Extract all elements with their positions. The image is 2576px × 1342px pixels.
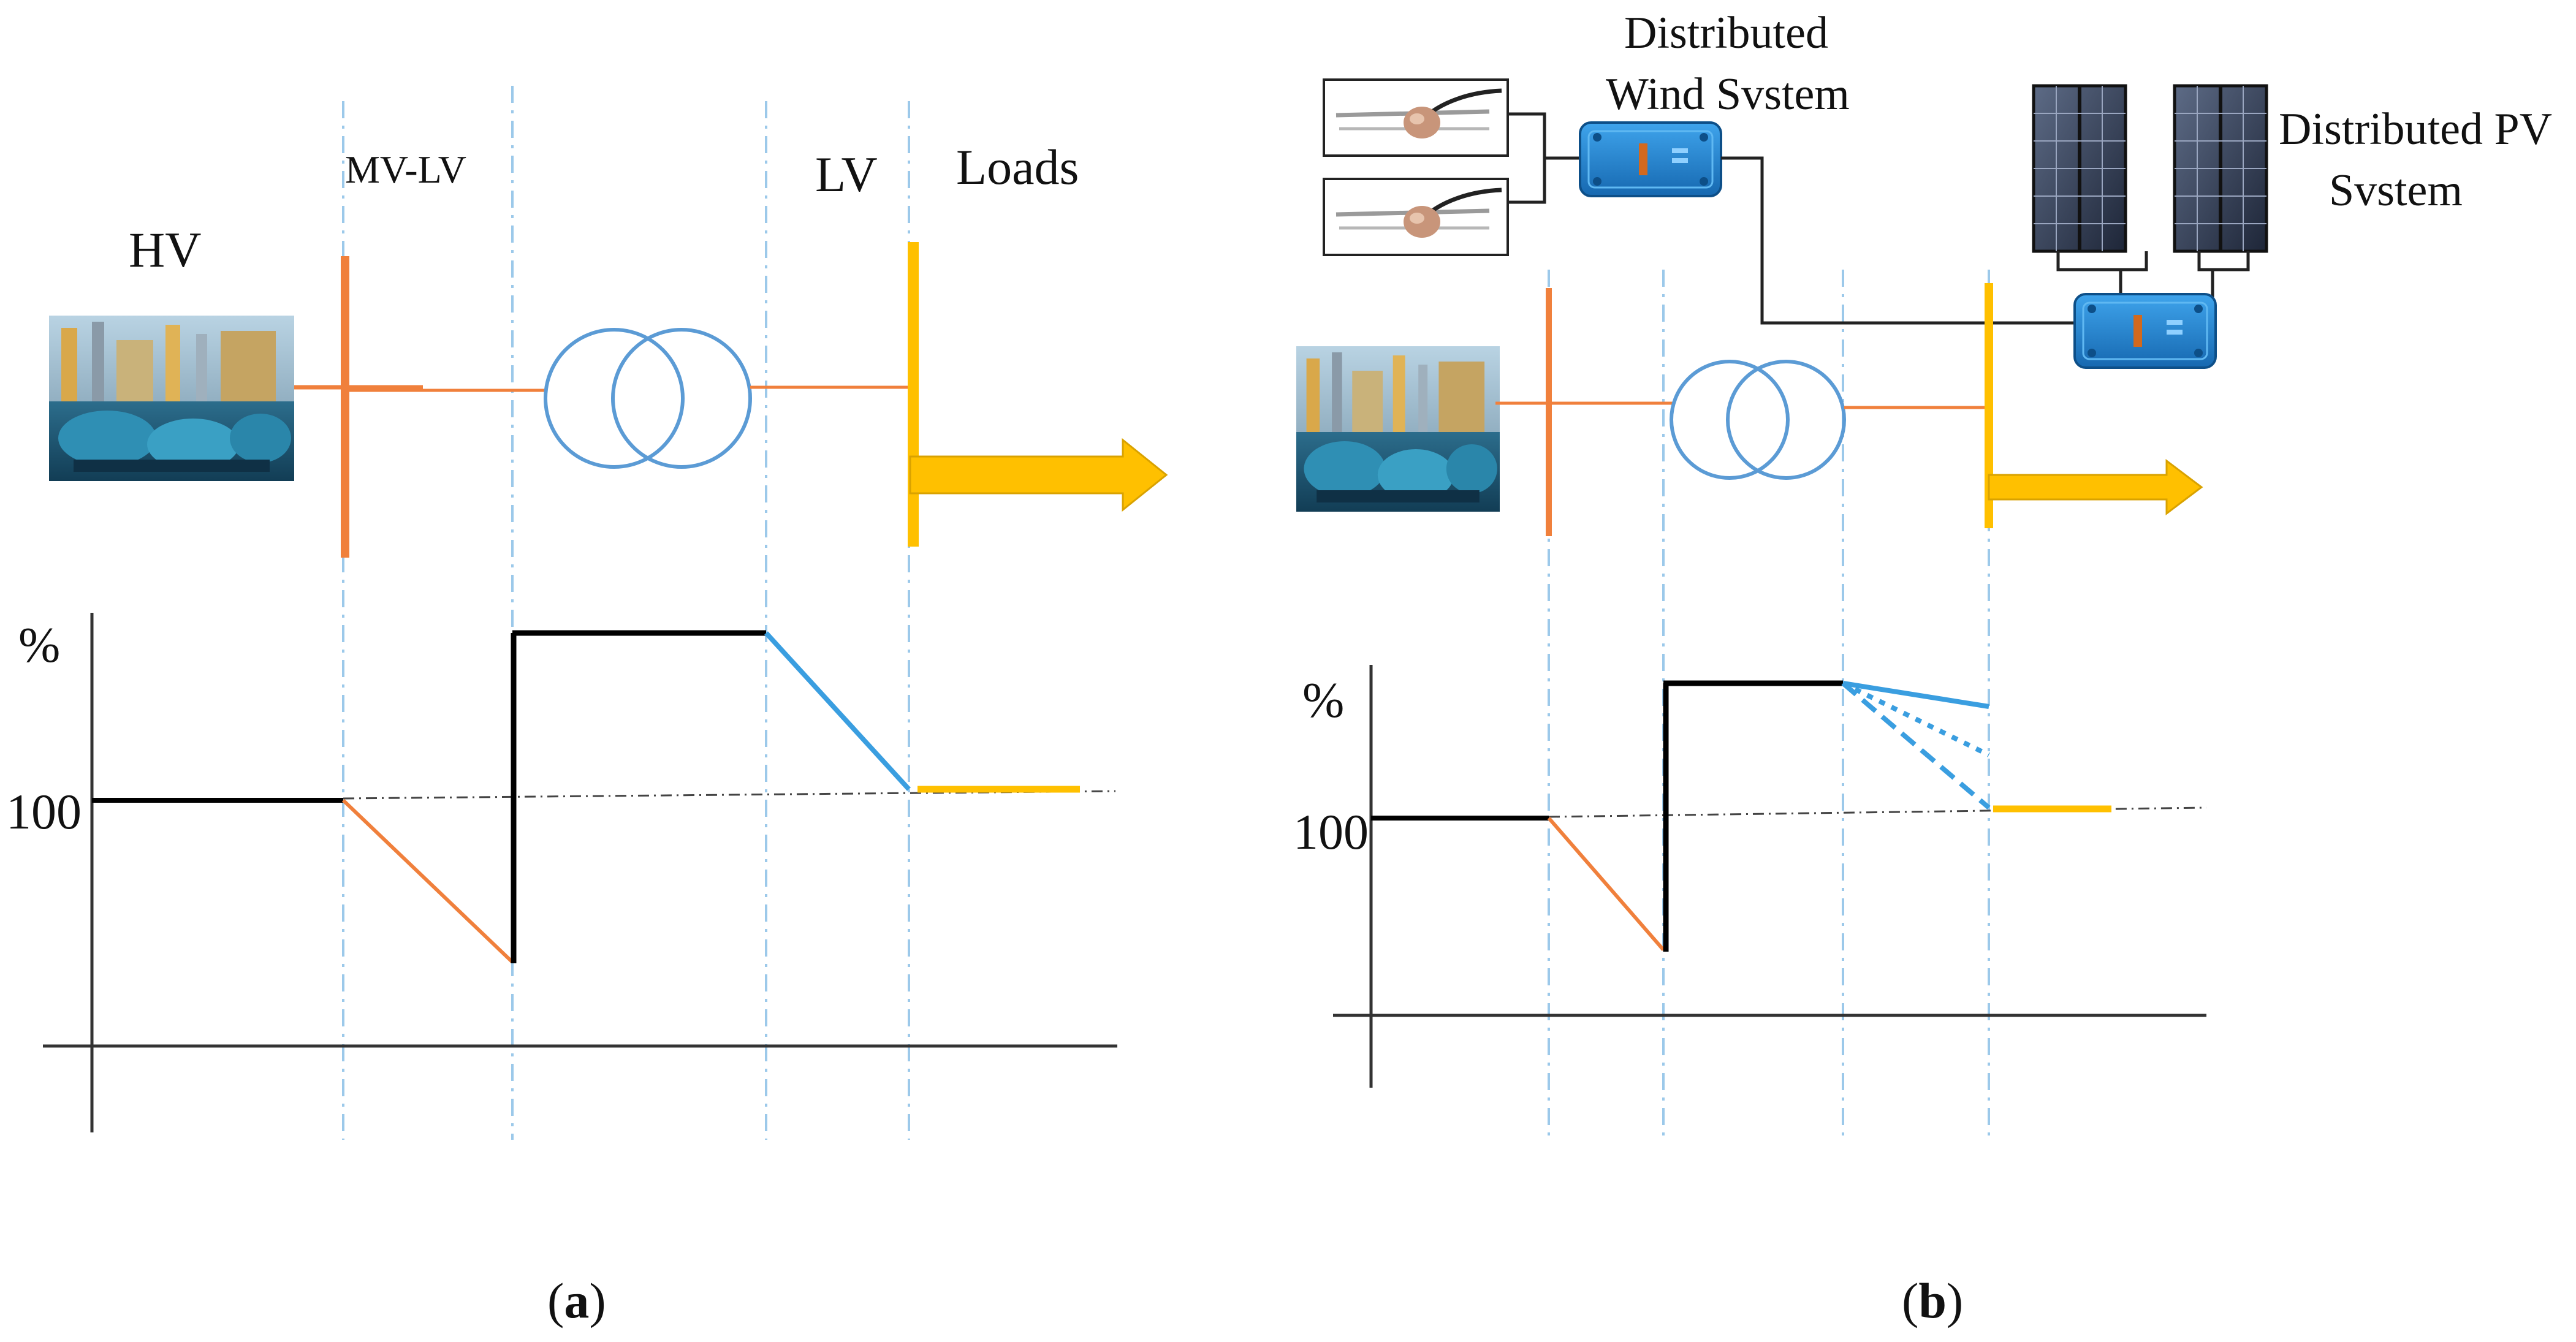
transformer-icon [1670, 360, 1846, 480]
y-tick-label: 100 [1293, 804, 1369, 860]
caption-a: (a) [547, 1273, 606, 1329]
profile-dg-medium-penetration [1842, 681, 1990, 757]
profile-mv-drop [341, 798, 514, 964]
load-arrow-icon [909, 438, 1168, 512]
wind-system-label-line1: Distributed [1624, 8, 1828, 58]
pv-system-label-line2: Svstem [2329, 165, 2463, 216]
load-arrow-icon [1988, 458, 2203, 516]
wind-feeder-line [1721, 156, 2075, 325]
power-plant-image [49, 316, 294, 481]
hv-label: HV [129, 222, 201, 278]
y-unit-label: % [1302, 672, 1344, 728]
wind-system-label-line2: Wind Svstem [1606, 69, 1850, 119]
profile-dg-low-penetration [1841, 681, 1991, 810]
profile-dg-high-penetration [1842, 681, 1989, 709]
power-converter-icon [2073, 293, 2217, 369]
power-plant-image [1296, 346, 1500, 512]
profile-mv-drop [1547, 817, 1665, 951]
power-converter-icon [1579, 121, 1722, 197]
transformer-icon [544, 328, 752, 469]
solar-panel-icon [2175, 86, 2266, 251]
panel-b: Distributed Wind Svstem Distributed PV S… [1293, 8, 2552, 1329]
wind-wiring [1508, 112, 1580, 204]
profile-lv-drop [764, 631, 911, 791]
caption-b: (b) [1902, 1273, 1963, 1329]
panel-a: HV MV-LV LV Loads % 100 [6, 86, 1168, 1329]
loads-label: Loads [956, 139, 1079, 195]
solar-panel-icon [2034, 86, 2126, 251]
lv-label: LV [815, 146, 878, 202]
mv-lv-label: MV-LV [345, 148, 466, 191]
wind-turbine-icon [1324, 80, 1508, 156]
y-unit-label: % [18, 617, 60, 673]
pv-system-label-line1: Distributed PV [2279, 104, 2552, 154]
y-tick-label: 100 [6, 784, 82, 840]
wind-turbine-icon [1324, 179, 1508, 255]
